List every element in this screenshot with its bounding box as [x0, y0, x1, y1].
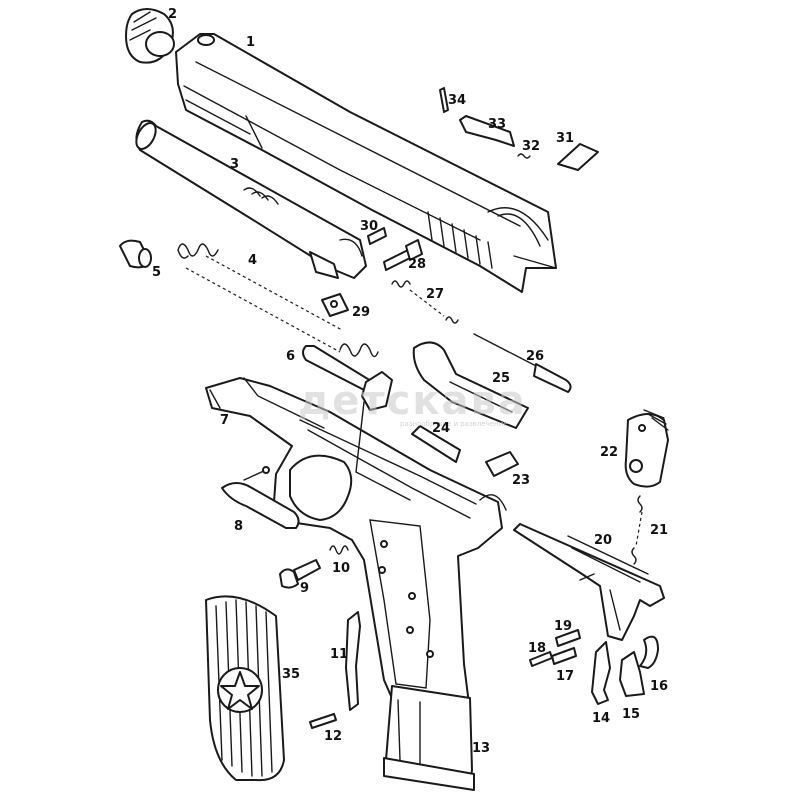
part-trigger-mechanism — [513, 523, 665, 641]
part-recoil-spring — [177, 243, 379, 358]
label-26: 26 — [526, 349, 544, 364]
part-pin-19 — [555, 629, 581, 647]
label-11: 11 — [330, 647, 348, 662]
part-disconnector — [591, 641, 611, 705]
label-18: 18 — [528, 641, 546, 656]
watermark-tagline: разнообразие и развлечение — [400, 420, 507, 428]
label-10: 10 — [332, 561, 350, 576]
part-labels: 1 2 3 4 5 6 7 8 9 10 11 12 13 14 15 16 1… — [152, 7, 668, 756]
label-14: 14 — [592, 711, 610, 726]
label-32: 32 — [522, 139, 540, 154]
label-28: 28 — [408, 257, 426, 272]
part-pin-17 — [551, 647, 577, 665]
label-4: 4 — [248, 253, 257, 268]
label-21: 21 — [650, 523, 668, 538]
label-29: 29 — [352, 305, 370, 320]
part-slide — [175, 33, 557, 293]
label-8: 8 — [234, 519, 243, 534]
label-20: 20 — [594, 533, 612, 548]
part-barrel-bushing — [125, 8, 175, 64]
label-23: 23 — [512, 473, 530, 488]
label-5: 5 — [152, 265, 161, 280]
part-extractor — [459, 115, 515, 147]
label-6: 6 — [286, 349, 295, 364]
label-31: 31 — [556, 131, 574, 146]
label-30: 30 — [360, 219, 378, 234]
part-firing-pin — [473, 333, 572, 393]
part-grip-panel — [205, 595, 285, 782]
part-safety-lever — [411, 425, 461, 463]
part-trigger — [221, 466, 300, 529]
part-hammer — [624, 409, 669, 488]
part-hammer-strut — [639, 635, 659, 669]
part-rear-sight — [557, 143, 599, 171]
label-24: 24 — [432, 421, 450, 436]
label-15: 15 — [622, 707, 640, 722]
label-1: 1 — [246, 35, 255, 50]
label-27: 27 — [426, 287, 444, 302]
label-33: 33 — [488, 117, 506, 132]
label-7: 7 — [220, 413, 229, 428]
part-extractor-pin — [439, 87, 449, 113]
watermark-logo: детскава — [298, 378, 527, 424]
part-frame — [205, 377, 507, 723]
label-13: 13 — [472, 741, 490, 756]
label-34: 34 — [448, 93, 466, 108]
label-19: 19 — [554, 619, 572, 634]
part-spring-plug — [119, 239, 152, 269]
part-pin-18 — [529, 651, 553, 667]
part-firing-pin-spring — [391, 280, 459, 324]
label-16: 16 — [650, 679, 668, 694]
part-slide-screw — [383, 239, 423, 271]
part-guide-rod — [302, 345, 393, 411]
label-3: 3 — [230, 157, 239, 172]
part-sear — [619, 651, 645, 697]
label-22: 22 — [600, 445, 618, 460]
part-magazine — [383, 685, 475, 791]
label-12: 12 — [324, 729, 342, 744]
star-emblem — [220, 671, 260, 710]
part-mainspring — [631, 495, 643, 565]
part-link-pin — [367, 227, 387, 245]
label-25: 25 — [492, 371, 510, 386]
part-slide-stop — [485, 451, 519, 477]
part-extractor-spring — [517, 153, 531, 159]
label-17: 17 — [556, 669, 574, 684]
label-9: 9 — [300, 581, 309, 596]
label-2: 2 — [168, 7, 177, 22]
part-small-spring — [329, 545, 349, 555]
label-35: 35 — [282, 667, 300, 682]
part-barrel — [135, 119, 367, 279]
part-barrel-link — [321, 293, 349, 317]
watermark: детскава разнообразие и развлечение — [298, 378, 527, 428]
part-flat-spring — [345, 611, 361, 711]
slide-serrations — [427, 211, 493, 269]
part-pin-12 — [309, 713, 337, 729]
part-grip-screw — [279, 559, 321, 589]
part-extractor-housing — [412, 341, 529, 429]
